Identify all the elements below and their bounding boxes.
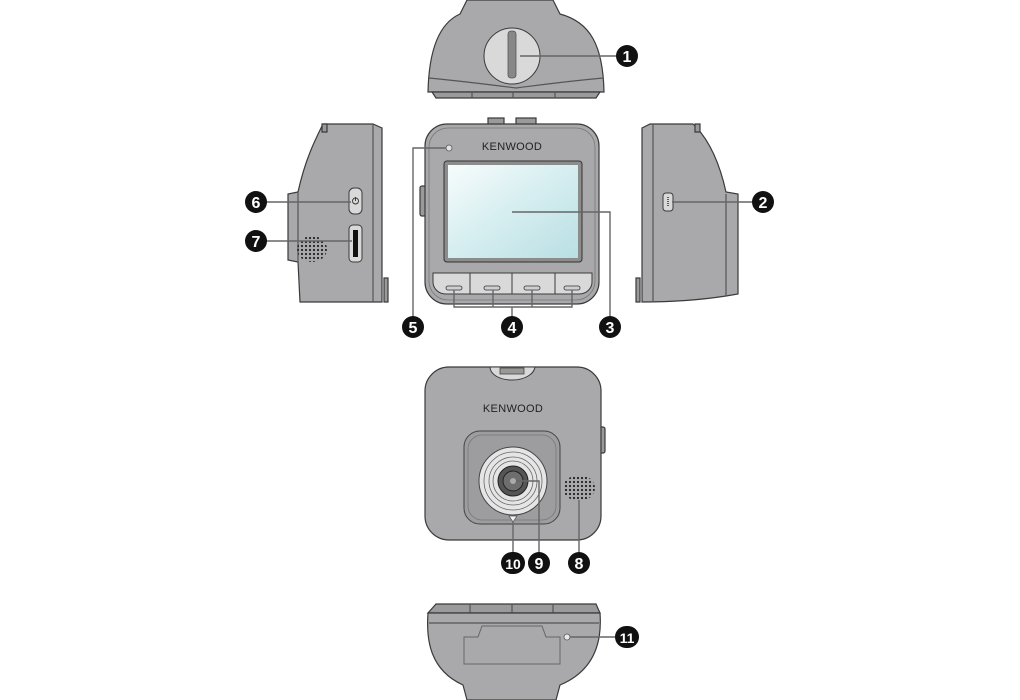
top-view: [427, 0, 605, 99]
callout-8: 8: [568, 552, 590, 574]
leader-lines: [265, 55, 754, 638]
svg-text:6: 6: [252, 195, 261, 212]
svg-text:10: 10: [505, 556, 521, 572]
front-screen-view: KENWOOD: [419, 117, 600, 305]
usb-port: [662, 192, 674, 212]
lens-view: KENWOOD: [424, 366, 606, 541]
speaker: [563, 475, 595, 501]
callout-4: 4: [501, 316, 523, 338]
bottom-view: [426, 603, 601, 700]
side-speaker-grille: [297, 236, 327, 262]
svg-text:7: 7: [252, 234, 261, 251]
memory-card-slot: [348, 224, 363, 263]
svg-text:5: 5: [409, 320, 418, 337]
microphone: [508, 515, 518, 523]
brand-logo-front: KENWOOD: [482, 141, 542, 153]
camera-lens: [478, 446, 548, 516]
callout-2: 2: [752, 191, 774, 213]
callout-3: 3: [599, 316, 621, 338]
svg-text:2: 2: [759, 195, 768, 212]
function-buttons: [432, 272, 593, 295]
callout-11: 11: [615, 626, 639, 648]
brand-logo-rear: KENWOOD: [483, 403, 543, 415]
svg-text:9: 9: [535, 556, 544, 573]
callout-7: 7: [245, 230, 267, 252]
callout-5: 5: [402, 316, 424, 338]
svg-text:3: 3: [606, 320, 615, 337]
right-side-view: [635, 123, 739, 303]
power-button: [348, 187, 363, 215]
callout-1: 1: [616, 45, 638, 67]
svg-text:1: 1: [623, 49, 632, 66]
reset-hole: [563, 633, 571, 641]
left-side-view: [287, 123, 389, 303]
indicator-led: [445, 144, 453, 152]
callout-10: 10: [501, 552, 525, 574]
callout-6: 6: [245, 191, 267, 213]
callout-9: 9: [528, 552, 550, 574]
svg-text:8: 8: [575, 556, 584, 573]
svg-text:4: 4: [508, 320, 517, 337]
svg-text:11: 11: [620, 630, 635, 646]
